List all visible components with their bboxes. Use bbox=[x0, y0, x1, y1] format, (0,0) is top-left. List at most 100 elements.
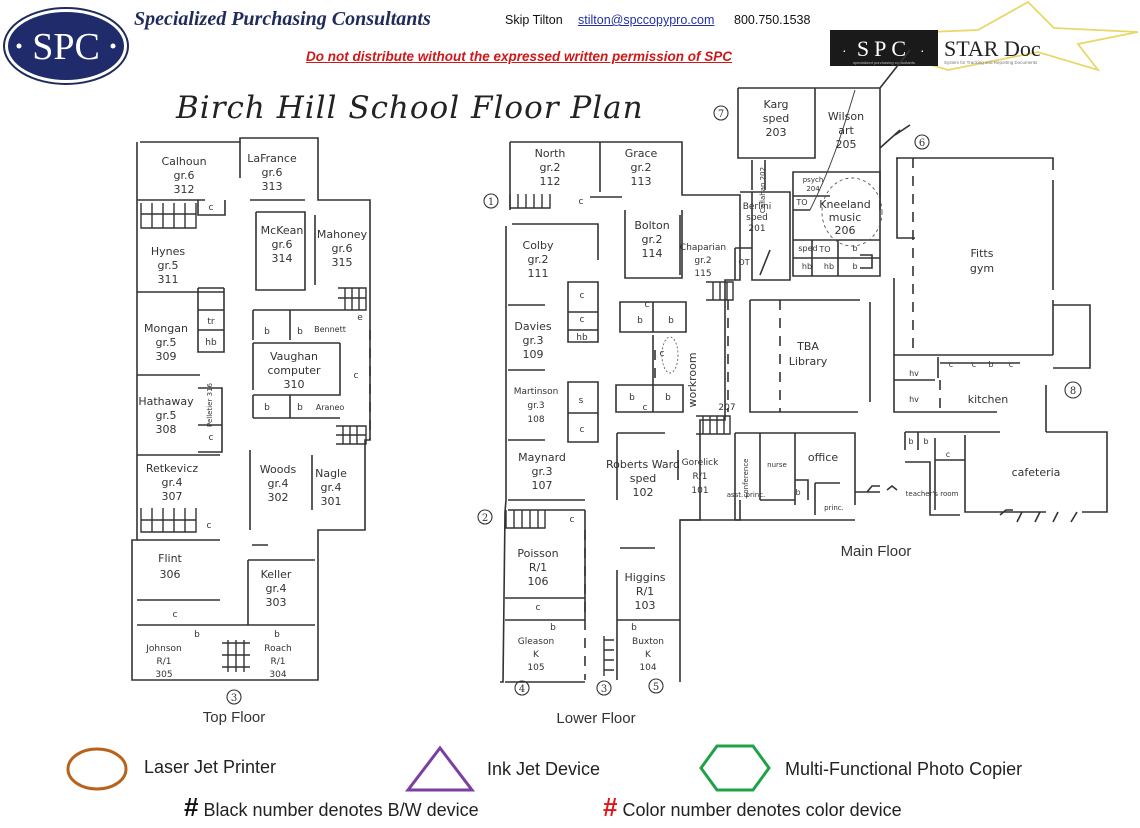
entrance-marker-2: 2 bbox=[477, 509, 493, 525]
laser-printer-circle-icon bbox=[66, 747, 128, 791]
hash-red-icon: # bbox=[603, 792, 618, 822]
svg-text:c: c bbox=[570, 515, 575, 525]
svg-text:hb: hb bbox=[802, 262, 812, 271]
svg-text:b: b bbox=[923, 437, 928, 446]
svg-text:hv: hv bbox=[909, 369, 919, 378]
svg-text:TO: TO bbox=[818, 245, 830, 254]
room-kitchen: kitchen bbox=[968, 393, 1009, 406]
entrance-marker-6: 6 bbox=[914, 134, 930, 150]
svg-text:c: c bbox=[173, 610, 178, 620]
svg-text:c: c bbox=[579, 197, 584, 207]
svg-text:b: b bbox=[852, 244, 857, 253]
entrance-marker-3-lower: 3 bbox=[596, 680, 612, 696]
spc-logo: SPC bbox=[3, 7, 129, 85]
legend-color-note: # Color number denotes color device bbox=[603, 792, 902, 823]
stardoc-title: STAR Doc bbox=[944, 36, 1041, 61]
svg-text:b: b bbox=[550, 623, 556, 633]
room-conference: conference bbox=[742, 459, 750, 498]
floor-label-main: Main Floor bbox=[841, 543, 912, 560]
logo-text: SPC bbox=[32, 26, 100, 68]
svg-text:b: b bbox=[194, 630, 200, 640]
svg-text:c: c bbox=[1009, 360, 1013, 369]
legend-bw-note: # Black number denotes B/W device bbox=[184, 792, 479, 823]
svg-text:b: b bbox=[297, 403, 303, 413]
lower-floor bbox=[500, 141, 741, 683]
svg-text:7: 7 bbox=[718, 109, 724, 120]
top-floor-small-labels: c tr hb b b Bennett e b b Araneo c c c c… bbox=[173, 203, 364, 640]
svg-text:c: c bbox=[946, 450, 950, 459]
top-floor bbox=[131, 137, 371, 681]
svg-text:b: b bbox=[264, 327, 270, 337]
floor-label-top: Top Floor bbox=[203, 709, 266, 726]
stardoc-logo: SPC ·· specialized purchasing consultant… bbox=[830, 0, 1139, 72]
svg-text:tr: tr bbox=[207, 317, 215, 327]
svg-text:System for Tracking and Report: System for Tracking and Reporting Docume… bbox=[944, 60, 1038, 65]
svg-text:b: b bbox=[795, 488, 800, 497]
entrance-marker-7: 7 bbox=[713, 105, 729, 121]
entrance-marker-3-top: 3 bbox=[226, 689, 242, 705]
svg-text:Araneo: Araneo bbox=[316, 403, 345, 412]
legend-laser-label: Laser Jet Printer bbox=[144, 757, 277, 777]
svg-text:b: b bbox=[908, 437, 913, 446]
legend-inkjet-label: Ink Jet Device bbox=[487, 759, 601, 779]
workroom-label: workroom bbox=[686, 352, 699, 407]
svg-text:c: c bbox=[209, 203, 214, 213]
svg-text:b: b bbox=[668, 316, 674, 326]
floor-label-lower: Lower Floor bbox=[556, 710, 635, 727]
entrance-marker-8: 8 bbox=[1064, 381, 1082, 399]
svg-text:c: c bbox=[354, 371, 359, 381]
room-princ: princ. bbox=[824, 504, 844, 512]
entrance-marker-1: 1 bbox=[483, 193, 499, 209]
svg-text:b: b bbox=[297, 327, 303, 337]
contact-name: Skip Tilton bbox=[505, 13, 563, 27]
plan-title: Birch Hill School Floor Plan bbox=[176, 90, 644, 126]
svg-text:b: b bbox=[988, 360, 993, 369]
svg-text:c: c bbox=[645, 300, 650, 310]
entrance-marker-5: 5 bbox=[648, 678, 664, 694]
svg-text:b: b bbox=[665, 393, 671, 403]
lower-floor-stairs bbox=[505, 194, 734, 676]
top-floor-stairs bbox=[140, 203, 367, 672]
svg-text:b: b bbox=[637, 316, 643, 326]
room-cafeteria: cafeteria bbox=[1012, 466, 1061, 479]
legend-copier-label: Multi-Functional Photo Copier bbox=[785, 759, 1023, 779]
room-202: Callahan 202 bbox=[759, 167, 767, 213]
entrance-marker-4: 4 bbox=[514, 680, 530, 696]
svg-text:207: 207 bbox=[718, 403, 735, 413]
contact-phone: 800.750.1538 bbox=[734, 13, 811, 27]
svg-text:2: 2 bbox=[482, 513, 488, 524]
room-nurse: nurse bbox=[767, 461, 787, 469]
svg-text:c: c bbox=[643, 403, 648, 413]
svg-text:hv: hv bbox=[909, 395, 919, 404]
svg-text:4: 4 bbox=[519, 684, 525, 695]
contact-email-link[interactable]: stilton@spccopypro.com bbox=[578, 13, 715, 27]
svg-text:·: · bbox=[842, 42, 847, 58]
room-office: office bbox=[808, 451, 838, 464]
svg-text:SPC: SPC bbox=[857, 36, 911, 61]
svg-text:s: s bbox=[579, 396, 584, 406]
main-floor bbox=[661, 49, 1108, 523]
svg-text:b: b bbox=[629, 393, 635, 403]
copier-hexagon-icon bbox=[699, 744, 771, 792]
